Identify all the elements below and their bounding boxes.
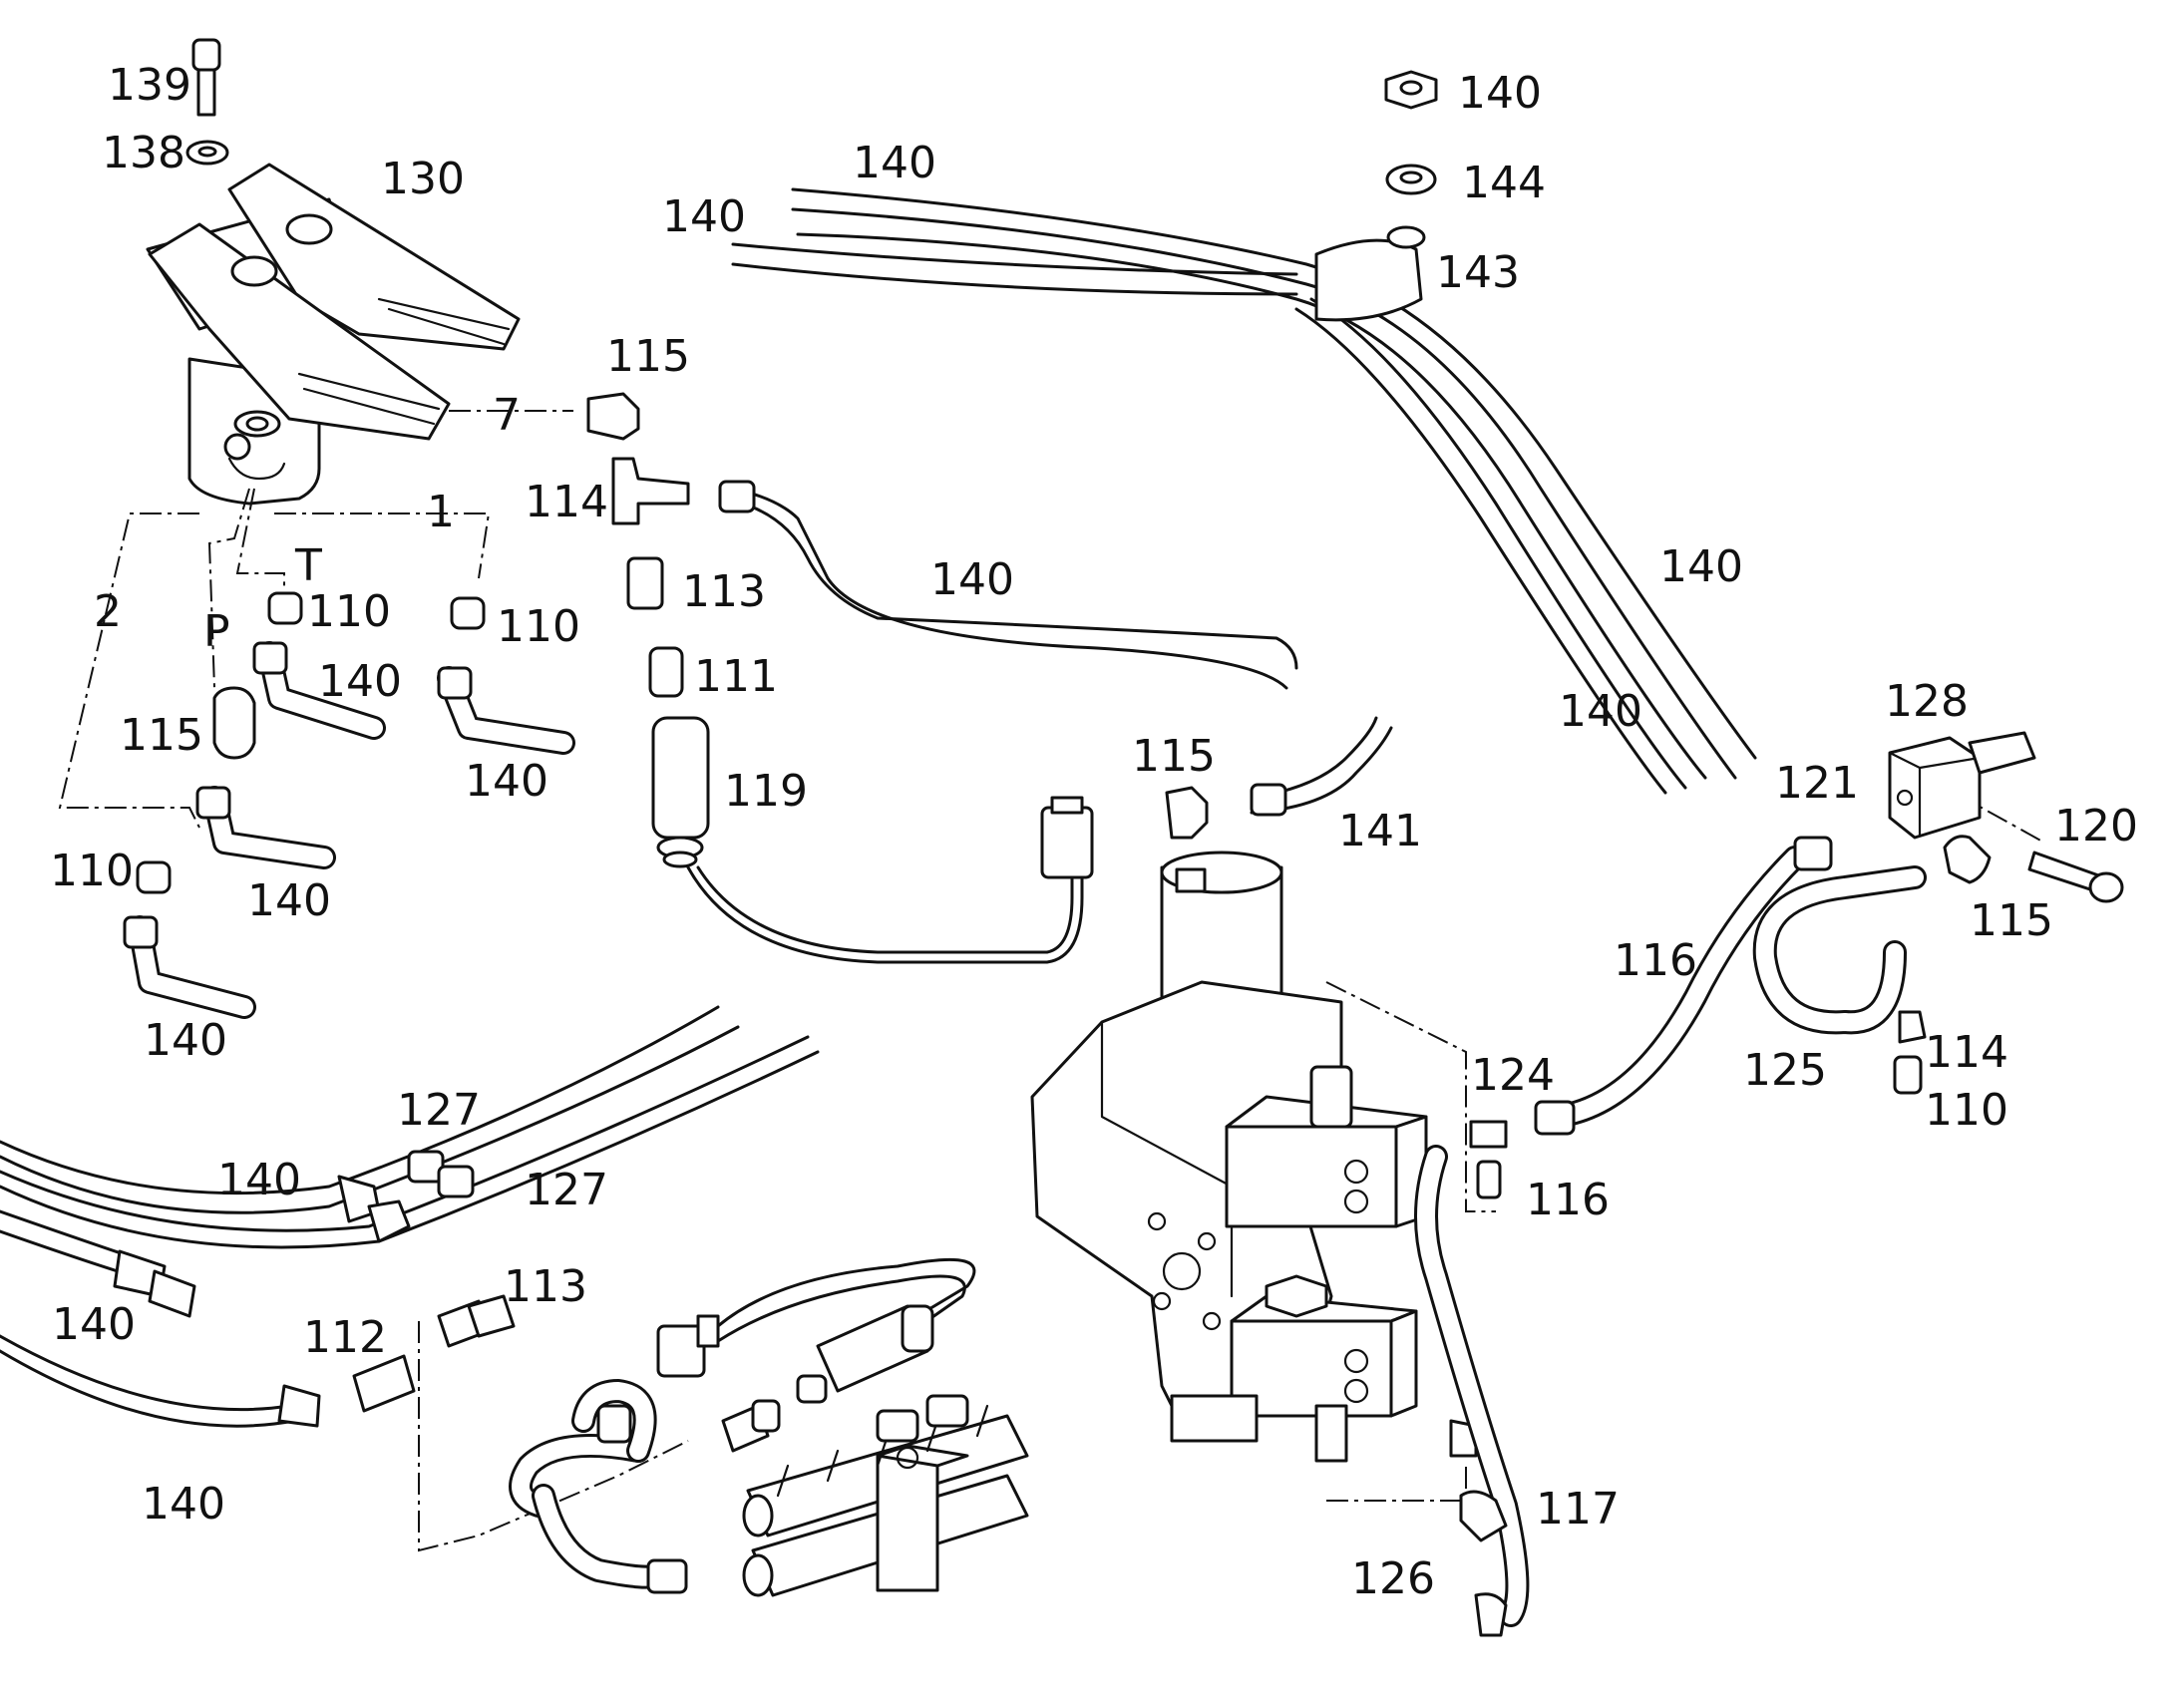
callout-110-lower-right: 110 <box>1925 1085 2008 1136</box>
callout-115-top: 115 <box>606 331 690 382</box>
callout-115-mid: 115 <box>1132 731 1216 782</box>
washer-143 <box>1385 164 1437 195</box>
callout-140-right-lower: 140 <box>1559 686 1642 737</box>
callout-140-right-pipe: 140 <box>465 756 548 807</box>
callout-116-lower: 116 <box>1526 1175 1610 1225</box>
callout-119: 119 <box>724 766 808 817</box>
callout-140-bundle-mid: 140 <box>52 1299 136 1350</box>
valve-120 <box>1888 731 2036 840</box>
washer-138 <box>185 140 229 166</box>
callout-114-right: 114 <box>1925 1027 2008 1078</box>
callout-127-lower: 127 <box>525 1165 608 1215</box>
main-valve-block <box>1030 851 1428 1463</box>
u-hose-assembly <box>509 1379 688 1594</box>
callout-118: 126 <box>1351 1553 1435 1604</box>
callout-140-bundle-upper: 140 <box>217 1155 301 1205</box>
callout-port-p: P <box>203 606 230 657</box>
leader-lines <box>58 410 2045 1552</box>
callout-140-mid: 140 <box>930 554 1014 605</box>
callout-124: 125 <box>1743 1045 1827 1096</box>
bolt-139 <box>191 38 221 117</box>
hose-127-upper <box>1250 716 1393 817</box>
callout-121: 120 <box>2054 801 2138 852</box>
callout-127-upper: 141 <box>1338 806 1422 856</box>
line-art <box>0 38 2124 1637</box>
callout-143: 144 <box>1462 158 1546 208</box>
callout-120: 128 <box>1885 676 1969 727</box>
callout-114-top: 114 <box>525 477 608 527</box>
cable-upper <box>656 1257 976 1378</box>
callout-labels: 139 138 130 7 1 2 T P 110 110 110 110 11… <box>50 60 2138 1604</box>
callout-port-t: T <box>294 540 322 591</box>
callout-140-bundle-lower: 140 <box>142 1479 225 1530</box>
callout-130: 130 <box>381 154 465 204</box>
hose-124 <box>1752 865 1927 1035</box>
nut-144 <box>1384 70 1438 110</box>
pressure-switch-lower <box>796 1304 934 1404</box>
callout-7: 7 <box>493 390 521 441</box>
hose-140-upper-mid <box>718 480 1298 690</box>
callout-115-right: 115 <box>1970 895 2053 946</box>
callout-140-middle-pipe: 140 <box>247 875 331 926</box>
callout-113-top: 113 <box>682 566 766 617</box>
callout-140-p: 140 <box>318 656 402 707</box>
callout-113-lower: 113 <box>504 1261 587 1312</box>
callout-140-top-left: 140 <box>662 191 746 242</box>
hose-bundle-140-lower-left <box>0 1005 820 1428</box>
callout-111: 111 <box>694 651 778 702</box>
fittings <box>123 392 1992 1458</box>
pressure-switch-119 <box>651 716 1094 964</box>
hose-125 <box>1534 836 1833 1136</box>
callout-110-t: 110 <box>307 586 391 637</box>
callout-115-left: 115 <box>120 710 203 761</box>
bolt-121 <box>2027 851 2124 903</box>
callout-125: 116 <box>1614 935 1697 986</box>
fitting-lower-mid <box>721 1399 781 1453</box>
callout-1: 1 <box>427 487 455 537</box>
callout-140-right-upper: 140 <box>1659 541 1743 592</box>
callout-141: 143 <box>1436 247 1520 298</box>
callout-126: 117 <box>1536 1484 1620 1535</box>
callout-144: 140 <box>1458 68 1542 119</box>
callout-112: 112 <box>303 1312 387 1363</box>
callout-139: 139 <box>108 60 191 111</box>
callout-116-upper: 121 <box>1775 758 1859 809</box>
callout-2: 2 <box>94 586 122 637</box>
callout-138: 138 <box>102 128 185 178</box>
callout-128: 127 <box>397 1085 481 1136</box>
foot-pedal-assembly <box>146 163 521 506</box>
callout-140-left-pipe: 140 <box>144 1015 227 1066</box>
hose-126 <box>1414 1145 1530 1637</box>
callout-117: 124 <box>1471 1050 1555 1101</box>
callout-110-right: 110 <box>497 601 580 652</box>
hose-bundle-140-top <box>731 187 1757 795</box>
manifold-bottom <box>742 1394 1029 1597</box>
fittings-112-113 <box>352 1294 516 1413</box>
callout-110-left: 110 <box>50 846 134 896</box>
callout-140-top: 140 <box>853 138 936 188</box>
